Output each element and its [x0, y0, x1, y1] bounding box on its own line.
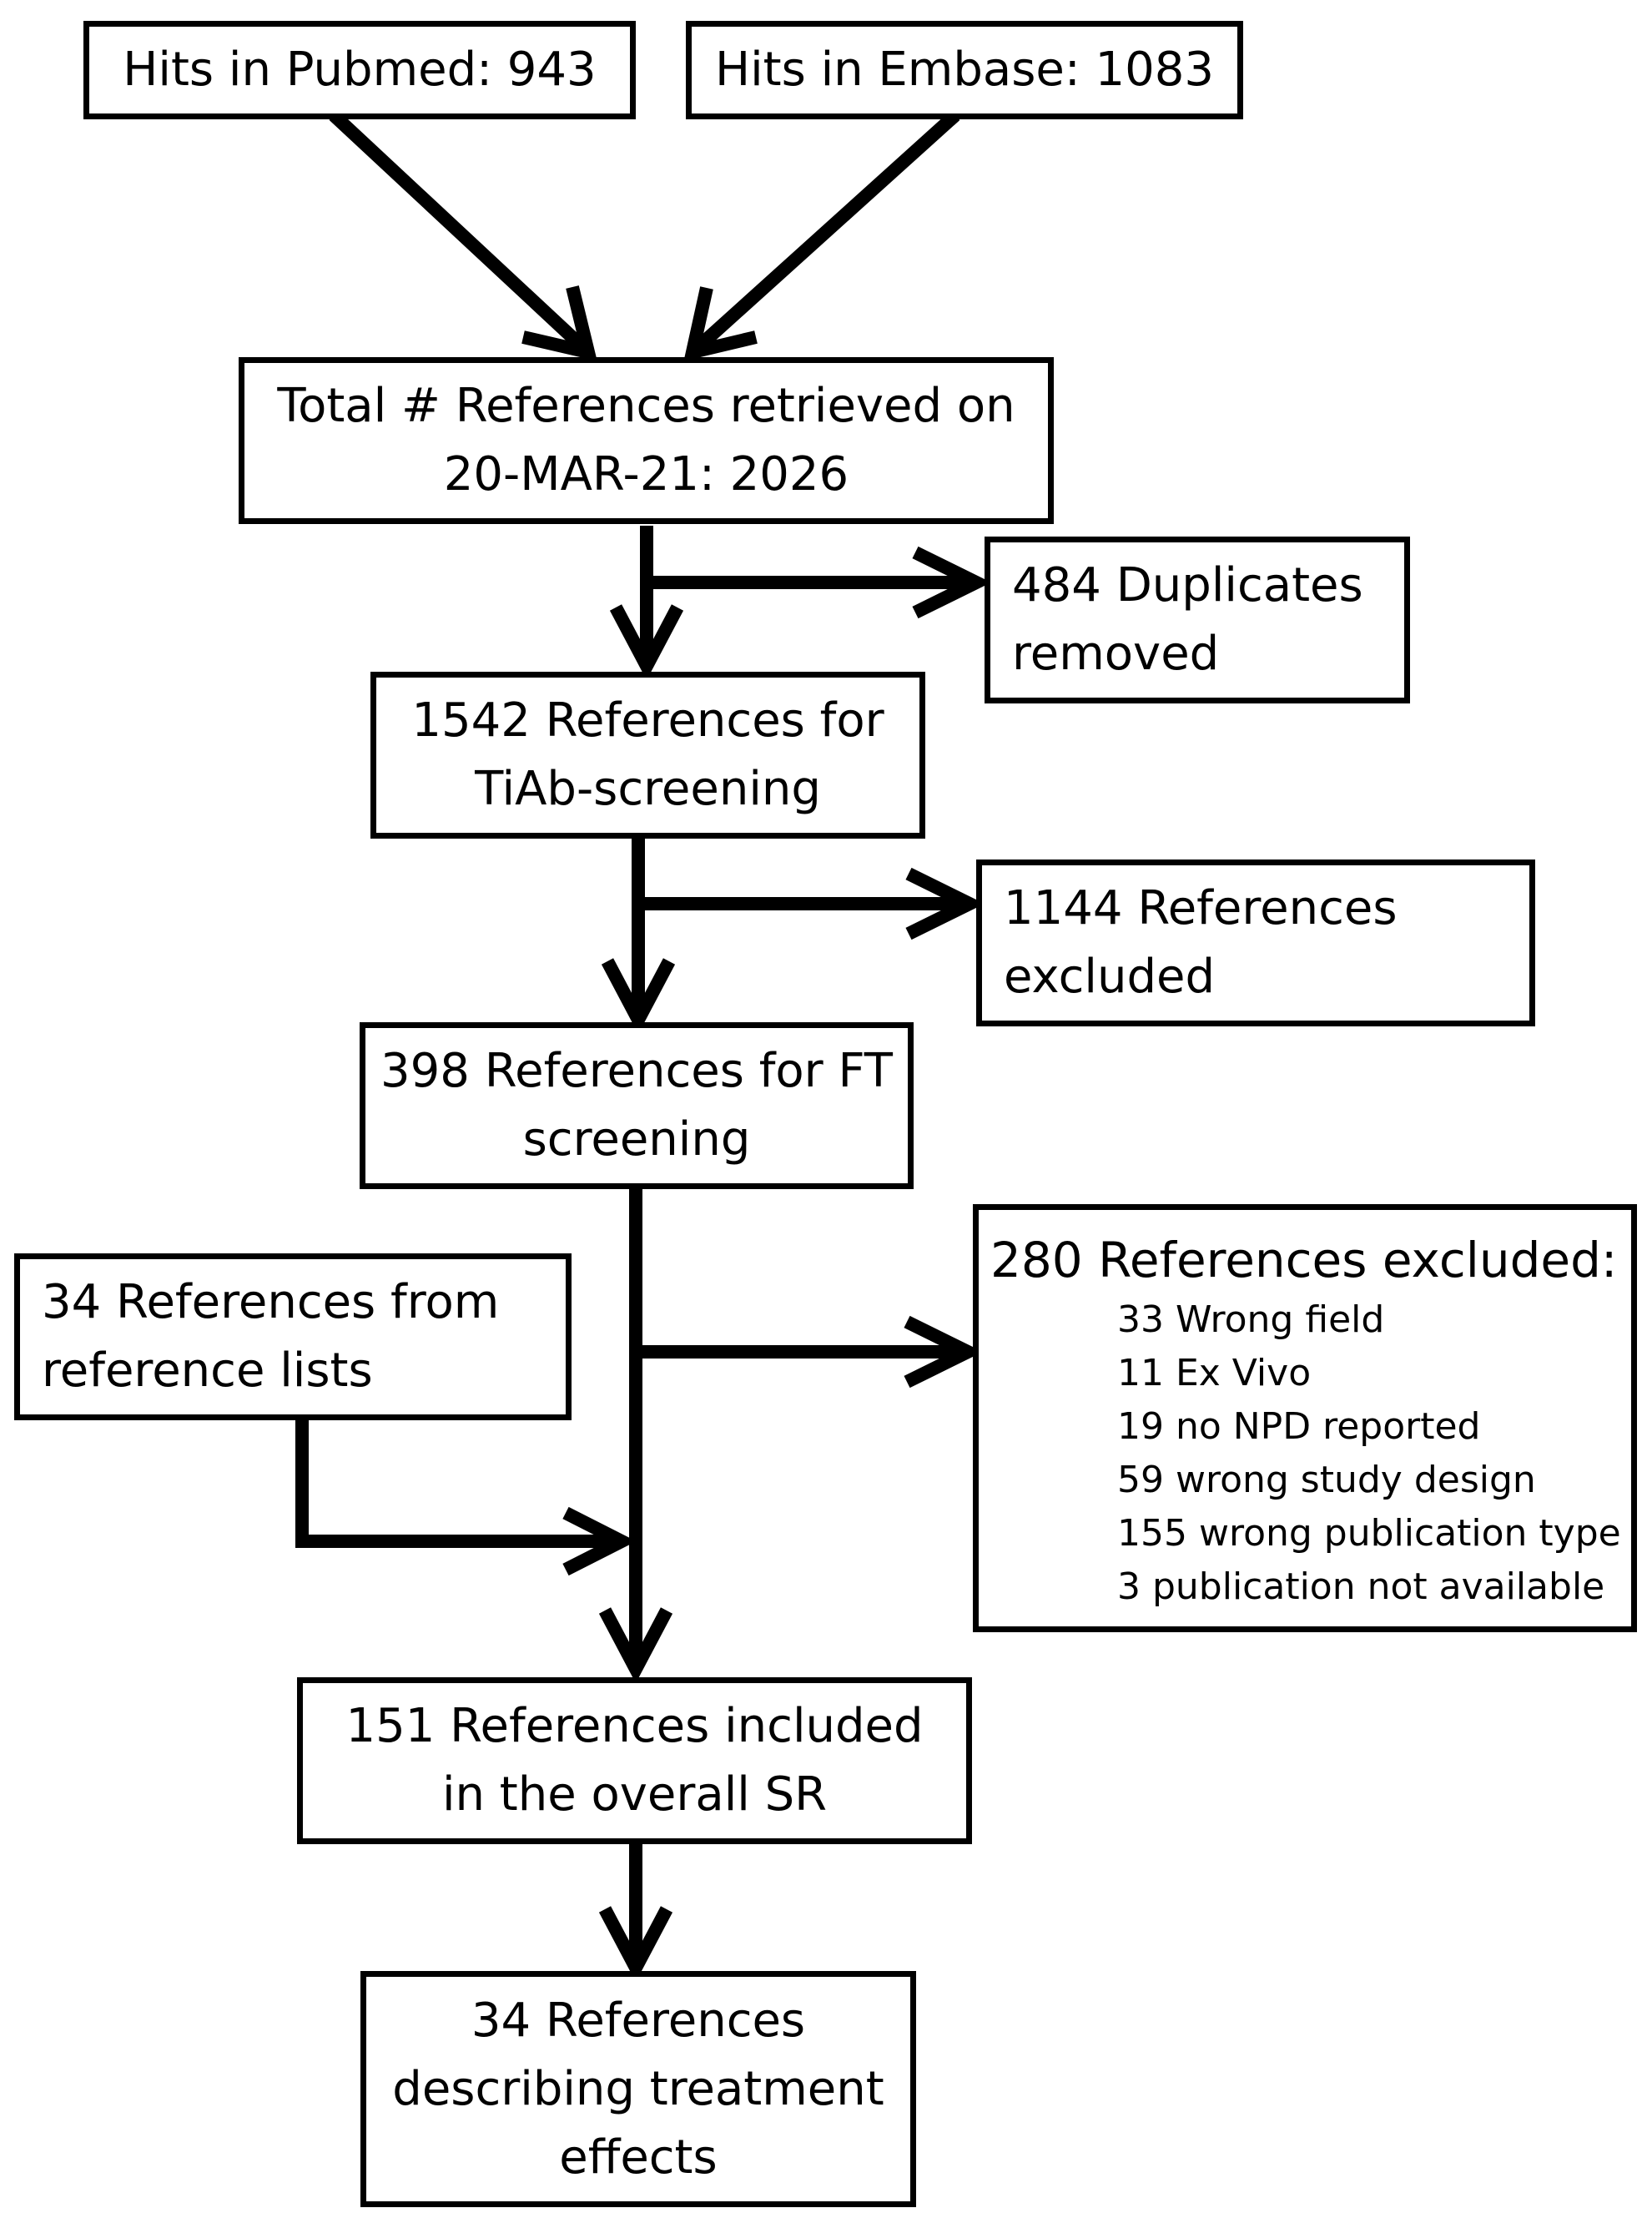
treatment-effects-box: 34 References describing treatment effec…	[360, 1971, 916, 2207]
tiab-screening-line2: TiAb-screening	[475, 762, 821, 816]
exclusion-reason: 33 Wrong field	[1117, 1298, 1385, 1341]
included-references-line2: in the overall SR	[441, 1767, 828, 1822]
arrowhead-ft	[601, 958, 676, 1035]
arrowhead-tiab-excluded	[905, 867, 985, 940]
arrowhead-tiab	[609, 604, 684, 681]
total-references-box: Total # References retrieved on 20-MAR-2…	[239, 357, 1054, 524]
reference-lists-line2: reference lists	[42, 1343, 373, 1398]
arrowhead-duplicates	[912, 546, 992, 619]
arrow-embase-to-total	[687, 110, 960, 357]
tiab-screening-box: 1542 References for TiAb-screening	[370, 672, 925, 839]
included-references-box: 151 References included in the overall S…	[297, 1677, 972, 1844]
duplicates-box: 484 Duplicates removed	[985, 537, 1410, 703]
treatment-effects-line2: describing treatment	[392, 2061, 884, 2116]
tiab-excluded-box: 1144 References excluded	[976, 859, 1535, 1026]
tiab-excluded-line2: excluded	[1004, 950, 1216, 1004]
exclusion-reason: 155 wrong publication type	[1117, 1512, 1621, 1555]
arrow-pubmed-to-total	[329, 110, 593, 357]
duplicates-line1: 484 Duplicates	[1012, 558, 1363, 612]
embase-hits-text: Hits in Embase: 1083	[714, 43, 1215, 97]
total-references-line2: 20-MAR-21: 2026	[443, 447, 849, 502]
reference-lists-line1: 34 References from	[42, 1275, 500, 1329]
exclusion-reason: 59 wrong study design	[1117, 1459, 1536, 1501]
tiab-screening-line1: 1542 References for	[411, 693, 884, 748]
arrowhead-embase	[683, 286, 758, 361]
total-references-line1: Total # References retrieved on	[277, 379, 1015, 433]
arrowhead-pubmed	[521, 285, 597, 361]
ft-screening-line1: 398 References for FT	[380, 1044, 893, 1098]
pubmed-hits-box: Hits in Pubmed: 943	[83, 21, 636, 119]
ft-screening-box: 398 References for FT screening	[360, 1022, 914, 1189]
reference-lists-box: 34 References from reference lists	[14, 1253, 572, 1420]
arrowhead-treatment	[598, 1906, 673, 1983]
treatment-effects-line3: effects	[559, 2130, 718, 2185]
ft-screening-line2: screening	[522, 1112, 751, 1167]
arrow-reflists-to-main	[295, 1416, 622, 1548]
pubmed-hits-text: Hits in Pubmed: 943	[123, 43, 597, 97]
treatment-effects-line1: 34 References	[471, 1993, 806, 2048]
tiab-excluded-line1: 1144 References	[1004, 881, 1398, 935]
exclusion-reason: 11 Ex Vivo	[1117, 1352, 1312, 1394]
embase-hits-box: Hits in Embase: 1083	[686, 21, 1243, 119]
exclusion-reason: 3 publication not available	[1117, 1565, 1605, 1608]
duplicates-line2: removed	[1012, 627, 1220, 681]
ft-excluded-heading: 280 References excluded:	[990, 1232, 1618, 1288]
arrowhead-included	[598, 1607, 673, 1684]
arrowhead-reflists	[562, 1506, 637, 1576]
ft-excluded-box: 280 References excluded: 33 Wrong field …	[973, 1204, 1637, 1632]
included-references-line1: 151 References included	[345, 1699, 924, 1753]
arrowhead-ft-excluded	[904, 1315, 984, 1389]
exclusion-reason: 19 no NPD reported	[1117, 1405, 1481, 1448]
exclusion-reasons-list: 33 Wrong field 11 Ex Vivo 19 no NPD repo…	[979, 1293, 1631, 1614]
